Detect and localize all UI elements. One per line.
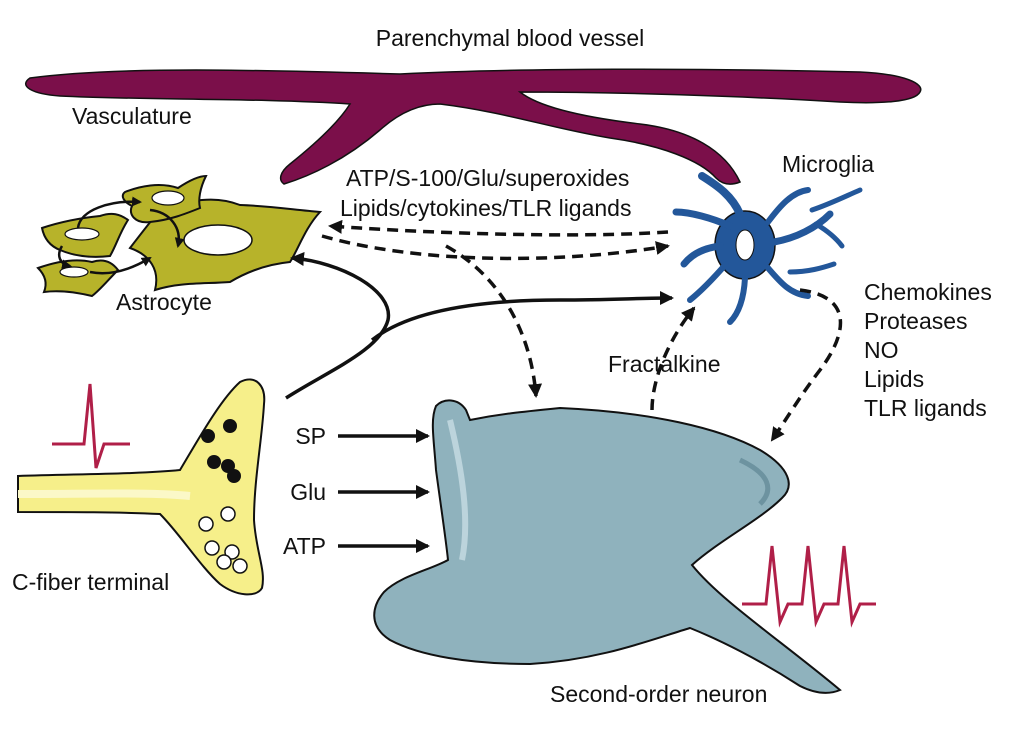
astrocyte-nucleus-1 [151,190,185,206]
astrocyte-coupling-arrow-2 [149,208,185,248]
astrocyte-nucleus-3 [59,266,89,278]
astrocyte-nucleus [183,224,253,256]
label-astrocyte: Astrocyte [116,289,212,315]
blood-vessel [24,68,922,185]
astrocyte-coupling-arrow-3 [58,245,72,270]
microglia-process-2 [672,208,734,230]
microglia-process-3 [680,242,724,268]
dashed-arrow-microglia-to-neuron [770,288,843,442]
astrocyte-small-cell-3 [36,259,120,298]
vesicle-filled-3 [207,455,221,469]
vesicle-empty-2 [198,516,214,532]
label-microglia: Microglia [782,151,874,177]
astrocyte-coupling-arrow-4 [89,256,152,275]
label-output-lipids: Lipids [864,366,924,392]
astrocyte-nucleus-2 [64,227,100,241]
vesicle-empty-3 [204,540,220,556]
vesicle-filled-2 [201,429,215,443]
label-transmitter-glu: Glu [290,479,326,505]
vesicle-empty-1 [220,506,236,522]
astrocyte-coupling-arrow-1 [76,196,142,229]
microglia-process-1 [698,172,744,218]
dashed-arrow-astrocyte-to-microglia [321,234,670,261]
label-c-fiber-terminal: C-fiber terminal [12,569,169,595]
label-output-no: NO [864,337,899,363]
microglia-process-6 [765,265,811,299]
label-output-tlr: TLR ligands [864,395,987,421]
neuron-body [373,399,842,694]
vesicle-empty-5 [216,554,232,570]
label-vasculature: Vasculature [72,103,192,129]
microglia-nucleus [735,229,755,261]
c-fiber-axon-core [17,489,191,500]
microglia-process-5 [727,275,748,325]
spike-single [52,383,130,469]
label-fractalkine: Fractalkine [608,351,720,377]
vessel-main [24,68,922,185]
microglia-process-8 [765,187,811,225]
second-order-neuron [373,399,842,694]
vesicle-empty-4 [224,544,240,560]
label-signals-line1: ATP/S-100/Glu/superoxides [346,165,629,191]
microglia-process-4 [687,261,729,303]
dashed-arrow-microglia-to-astrocyte [328,219,669,237]
microglia-process-10 [787,261,837,275]
microglia-process-9 [813,221,845,249]
label-signals-line2: Lipids/cytokines/TLR ligands [340,195,631,221]
label-blood-vessel: Parenchymal blood vessel [376,25,644,51]
astrocyte-cluster [36,174,323,298]
dashed-arrow-fractalkine [650,306,696,411]
vesicle-filled-1 [223,419,237,433]
microglia-process-11 [809,187,863,213]
label-output-chemokines: Chemokines [864,279,992,305]
arrow-cfiber-to-microglia [370,291,674,342]
arrow-cfiber-to-astrocyte [285,252,391,400]
vesicle-empty-6 [232,558,248,574]
c-fiber-terminal [17,378,266,596]
label-transmitter-atp: ATP [283,533,326,559]
microglia-cell [672,172,863,325]
neuron-highlight [447,419,469,561]
label-second-order-neuron: Second-order neuron [550,681,767,707]
label-output-proteases: Proteases [864,308,968,334]
microglia-process-7 [770,210,834,246]
spike-train [742,545,876,628]
dashed-arrow-astrocyte-to-neuron [445,244,543,398]
neuron-highlight-2 [738,457,771,506]
vesicle-filled-5 [227,469,241,483]
label-transmitter-sp: SP [295,423,326,449]
